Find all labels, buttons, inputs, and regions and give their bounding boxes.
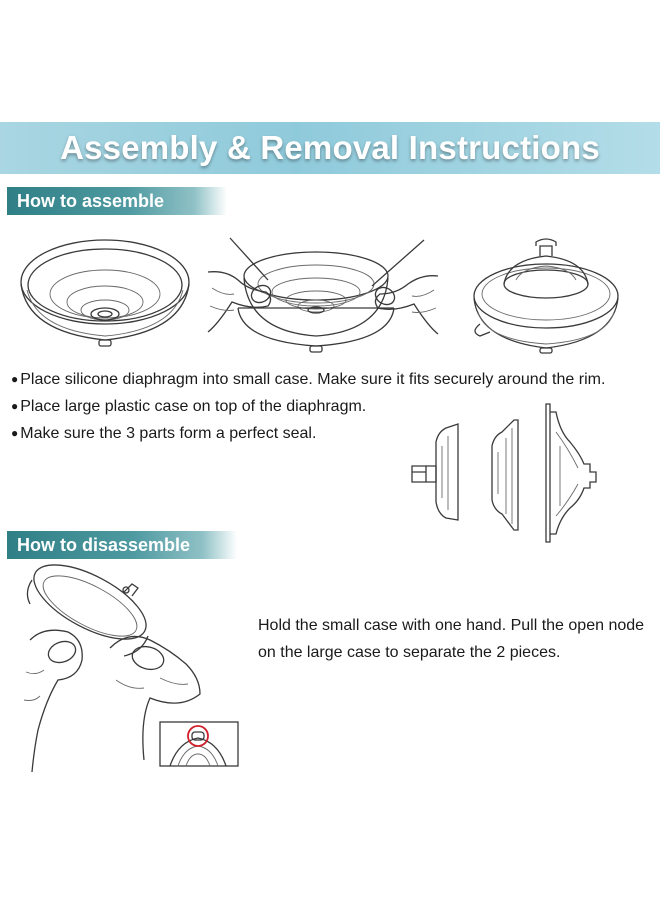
assemble-section-heading: How to assemble [7, 187, 227, 215]
list-item: ●Place silicone diaphragm into small cas… [11, 371, 606, 388]
assembled-case-illustration [473, 238, 619, 354]
list-item: ●Place large plastic case on top of the … [11, 398, 367, 415]
hands-disassembly-illustration [23, 564, 239, 773]
title-banner: Assembly & Removal Instructions [0, 122, 660, 174]
assembly-steps-list: ●Place silicone diaphragm into small cas… [11, 366, 656, 447]
side-view-parts-illustration [411, 403, 597, 543]
page-title: Assembly & Removal Instructions [60, 129, 600, 166]
list-item: ●Make sure the 3 parts form a perfect se… [11, 425, 317, 442]
hands-assembly-illustration [207, 237, 439, 353]
bullet-icon: ● [11, 372, 19, 386]
disassemble-instruction: Hold the small case with one hand. Pull … [258, 617, 645, 661]
highlight-ring [187, 725, 209, 747]
assemble-heading-label: How to assemble [17, 190, 165, 211]
disassemble-section-heading: How to disassemble [7, 531, 237, 559]
bullet-icon: ● [11, 426, 19, 440]
bullet-icon: ● [11, 399, 19, 413]
diaphragm-illustration [20, 239, 190, 347]
disassemble-heading-label: How to disassemble [17, 534, 191, 555]
